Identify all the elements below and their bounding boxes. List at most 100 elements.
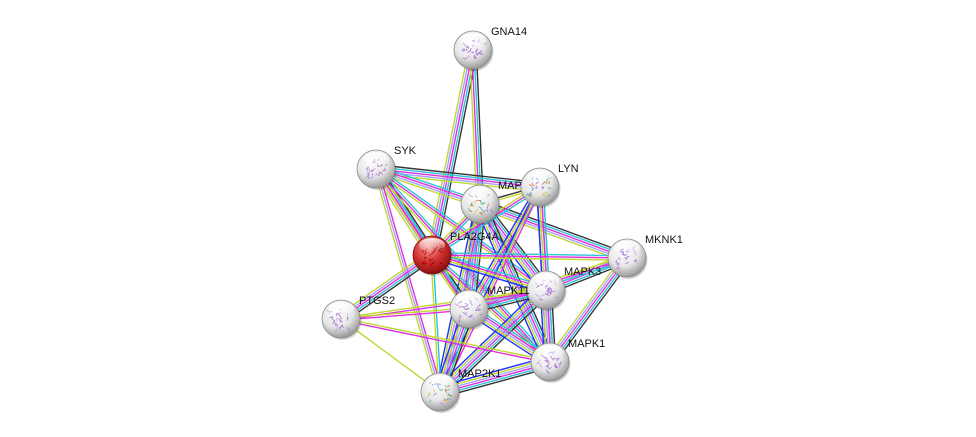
edge-line-homology — [438, 288, 546, 392]
edge-line-database — [433, 50, 476, 256]
node-pla2g4a[interactable]: PLA2G4A — [412, 231, 500, 276]
structure-stroke — [490, 209, 494, 214]
structure-stroke — [336, 318, 340, 322]
structure-stroke — [539, 294, 545, 297]
structure-stroke — [479, 52, 484, 55]
edge-mapk11-ptgs2[interactable] — [340, 307, 470, 321]
edge-ptgs2-map2k1[interactable] — [340, 318, 441, 393]
structure-stroke — [332, 318, 336, 325]
node-lyn[interactable]: LYN — [520, 163, 579, 208]
edge-line-textmining — [545, 254, 625, 360]
structure-stroke — [547, 286, 551, 292]
node-gna14[interactable]: GNA14 — [453, 26, 527, 71]
edge-line-cooccurrence — [437, 185, 539, 392]
structure-stroke — [487, 203, 489, 206]
edge-line-experiments — [479, 203, 628, 259]
node-mapk3[interactable]: MAPK3 — [526, 266, 601, 311]
node-label: LYN — [558, 163, 579, 175]
node-highlight — [427, 375, 453, 389]
edge-line-coexpression — [435, 50, 479, 257]
node-highlight — [460, 33, 486, 47]
structure-stroke — [483, 41, 488, 46]
edge-line-experiments — [375, 168, 541, 188]
structure-stroke — [472, 316, 475, 320]
edge-line-textmining — [340, 307, 469, 319]
edge-lyn-map2k1[interactable] — [437, 185, 543, 394]
edge-mknk1-mapk1[interactable] — [545, 254, 632, 366]
edge-gna14-pla2g4a[interactable] — [426, 48, 479, 257]
structure-stroke — [368, 168, 370, 172]
structure-stroke — [382, 167, 386, 172]
structure-stroke — [475, 308, 478, 312]
edge-line-textmining — [430, 255, 440, 393]
structure-stroke — [433, 392, 437, 396]
edge-line-experiments — [375, 168, 547, 291]
structure-stroke — [442, 250, 446, 255]
node-mapk11[interactable]: MAPK11 — [449, 285, 530, 330]
node-ptgs2[interactable]: PTGS2 — [321, 295, 395, 340]
structure-stroke — [468, 207, 471, 212]
edge-line-textmining — [426, 48, 470, 255]
structure-stroke — [371, 167, 376, 171]
structure-stroke — [625, 261, 630, 264]
edge-line-coexpression — [552, 260, 632, 366]
node-label: PLA2G4A — [450, 231, 500, 243]
structure-stroke — [375, 172, 379, 176]
structure-stroke — [441, 262, 445, 265]
structure-stroke — [531, 186, 534, 191]
structure-stroke — [545, 369, 550, 374]
structure-stroke — [457, 314, 462, 319]
node-mapk1[interactable]: MAPK1 — [530, 338, 605, 383]
edge-line-homology — [429, 49, 472, 255]
edge-line-experiments — [340, 319, 550, 364]
structure-stroke — [557, 362, 561, 369]
edge-line-textmining — [437, 287, 545, 391]
structure-stroke — [329, 316, 334, 319]
structure-stroke — [424, 256, 427, 260]
edge-line-coexpression — [376, 163, 541, 184]
edge-line-coexpression — [443, 293, 551, 397]
node-highlight — [537, 345, 563, 359]
node-label: MAPK3 — [564, 266, 601, 278]
node-mapk14[interactable]: MAPK14 — [460, 180, 541, 225]
node-label: MAPK1 — [568, 338, 605, 350]
edge-line-experiments — [341, 309, 470, 321]
edge-pla2g4a-mknk1[interactable] — [431, 252, 628, 261]
structure-stroke — [473, 208, 479, 215]
node-mknk1[interactable]: MKNK1 — [607, 234, 683, 279]
structure-stroke — [445, 397, 451, 402]
structure-stroke — [554, 296, 558, 299]
edge-line-database — [376, 166, 548, 289]
structure-stroke — [429, 399, 432, 402]
edge-line-textmining — [476, 205, 548, 364]
structure-stroke — [371, 173, 374, 176]
edge-line-textmining — [478, 207, 626, 263]
structure-stroke — [486, 205, 489, 209]
structure-stroke — [438, 388, 444, 391]
structure-stroke — [548, 186, 552, 190]
edge-mapk1-ptgs2[interactable] — [340, 317, 551, 364]
structure-stroke — [365, 173, 369, 180]
edge-line-database — [432, 188, 542, 258]
edge-pla2g4a-map2k1[interactable] — [430, 254, 442, 393]
node-syk[interactable]: SYK — [356, 145, 417, 190]
structure-stroke — [547, 194, 551, 198]
edge-line-experiments — [377, 168, 443, 392]
edge-pla2g4a-mapk3[interactable] — [430, 251, 548, 294]
structure-stroke — [473, 54, 477, 59]
structure-stroke — [538, 362, 543, 368]
structure-stroke — [480, 202, 483, 206]
node-label: GNA14 — [491, 26, 527, 38]
structure-stroke — [449, 394, 453, 397]
structure-stroke — [556, 357, 560, 362]
structure-stroke — [529, 184, 532, 187]
structure-stroke — [615, 259, 617, 263]
edge-line-database — [432, 251, 548, 288]
structure-stroke — [526, 192, 530, 197]
structure-stroke — [481, 50, 484, 52]
edge-line-cooccurrence — [465, 184, 538, 308]
node-highlight — [467, 187, 493, 201]
edge-syk-map2k1[interactable] — [373, 168, 443, 393]
structure-stroke — [445, 398, 450, 403]
node-map2k1[interactable]: MAP2K1 — [420, 368, 501, 413]
